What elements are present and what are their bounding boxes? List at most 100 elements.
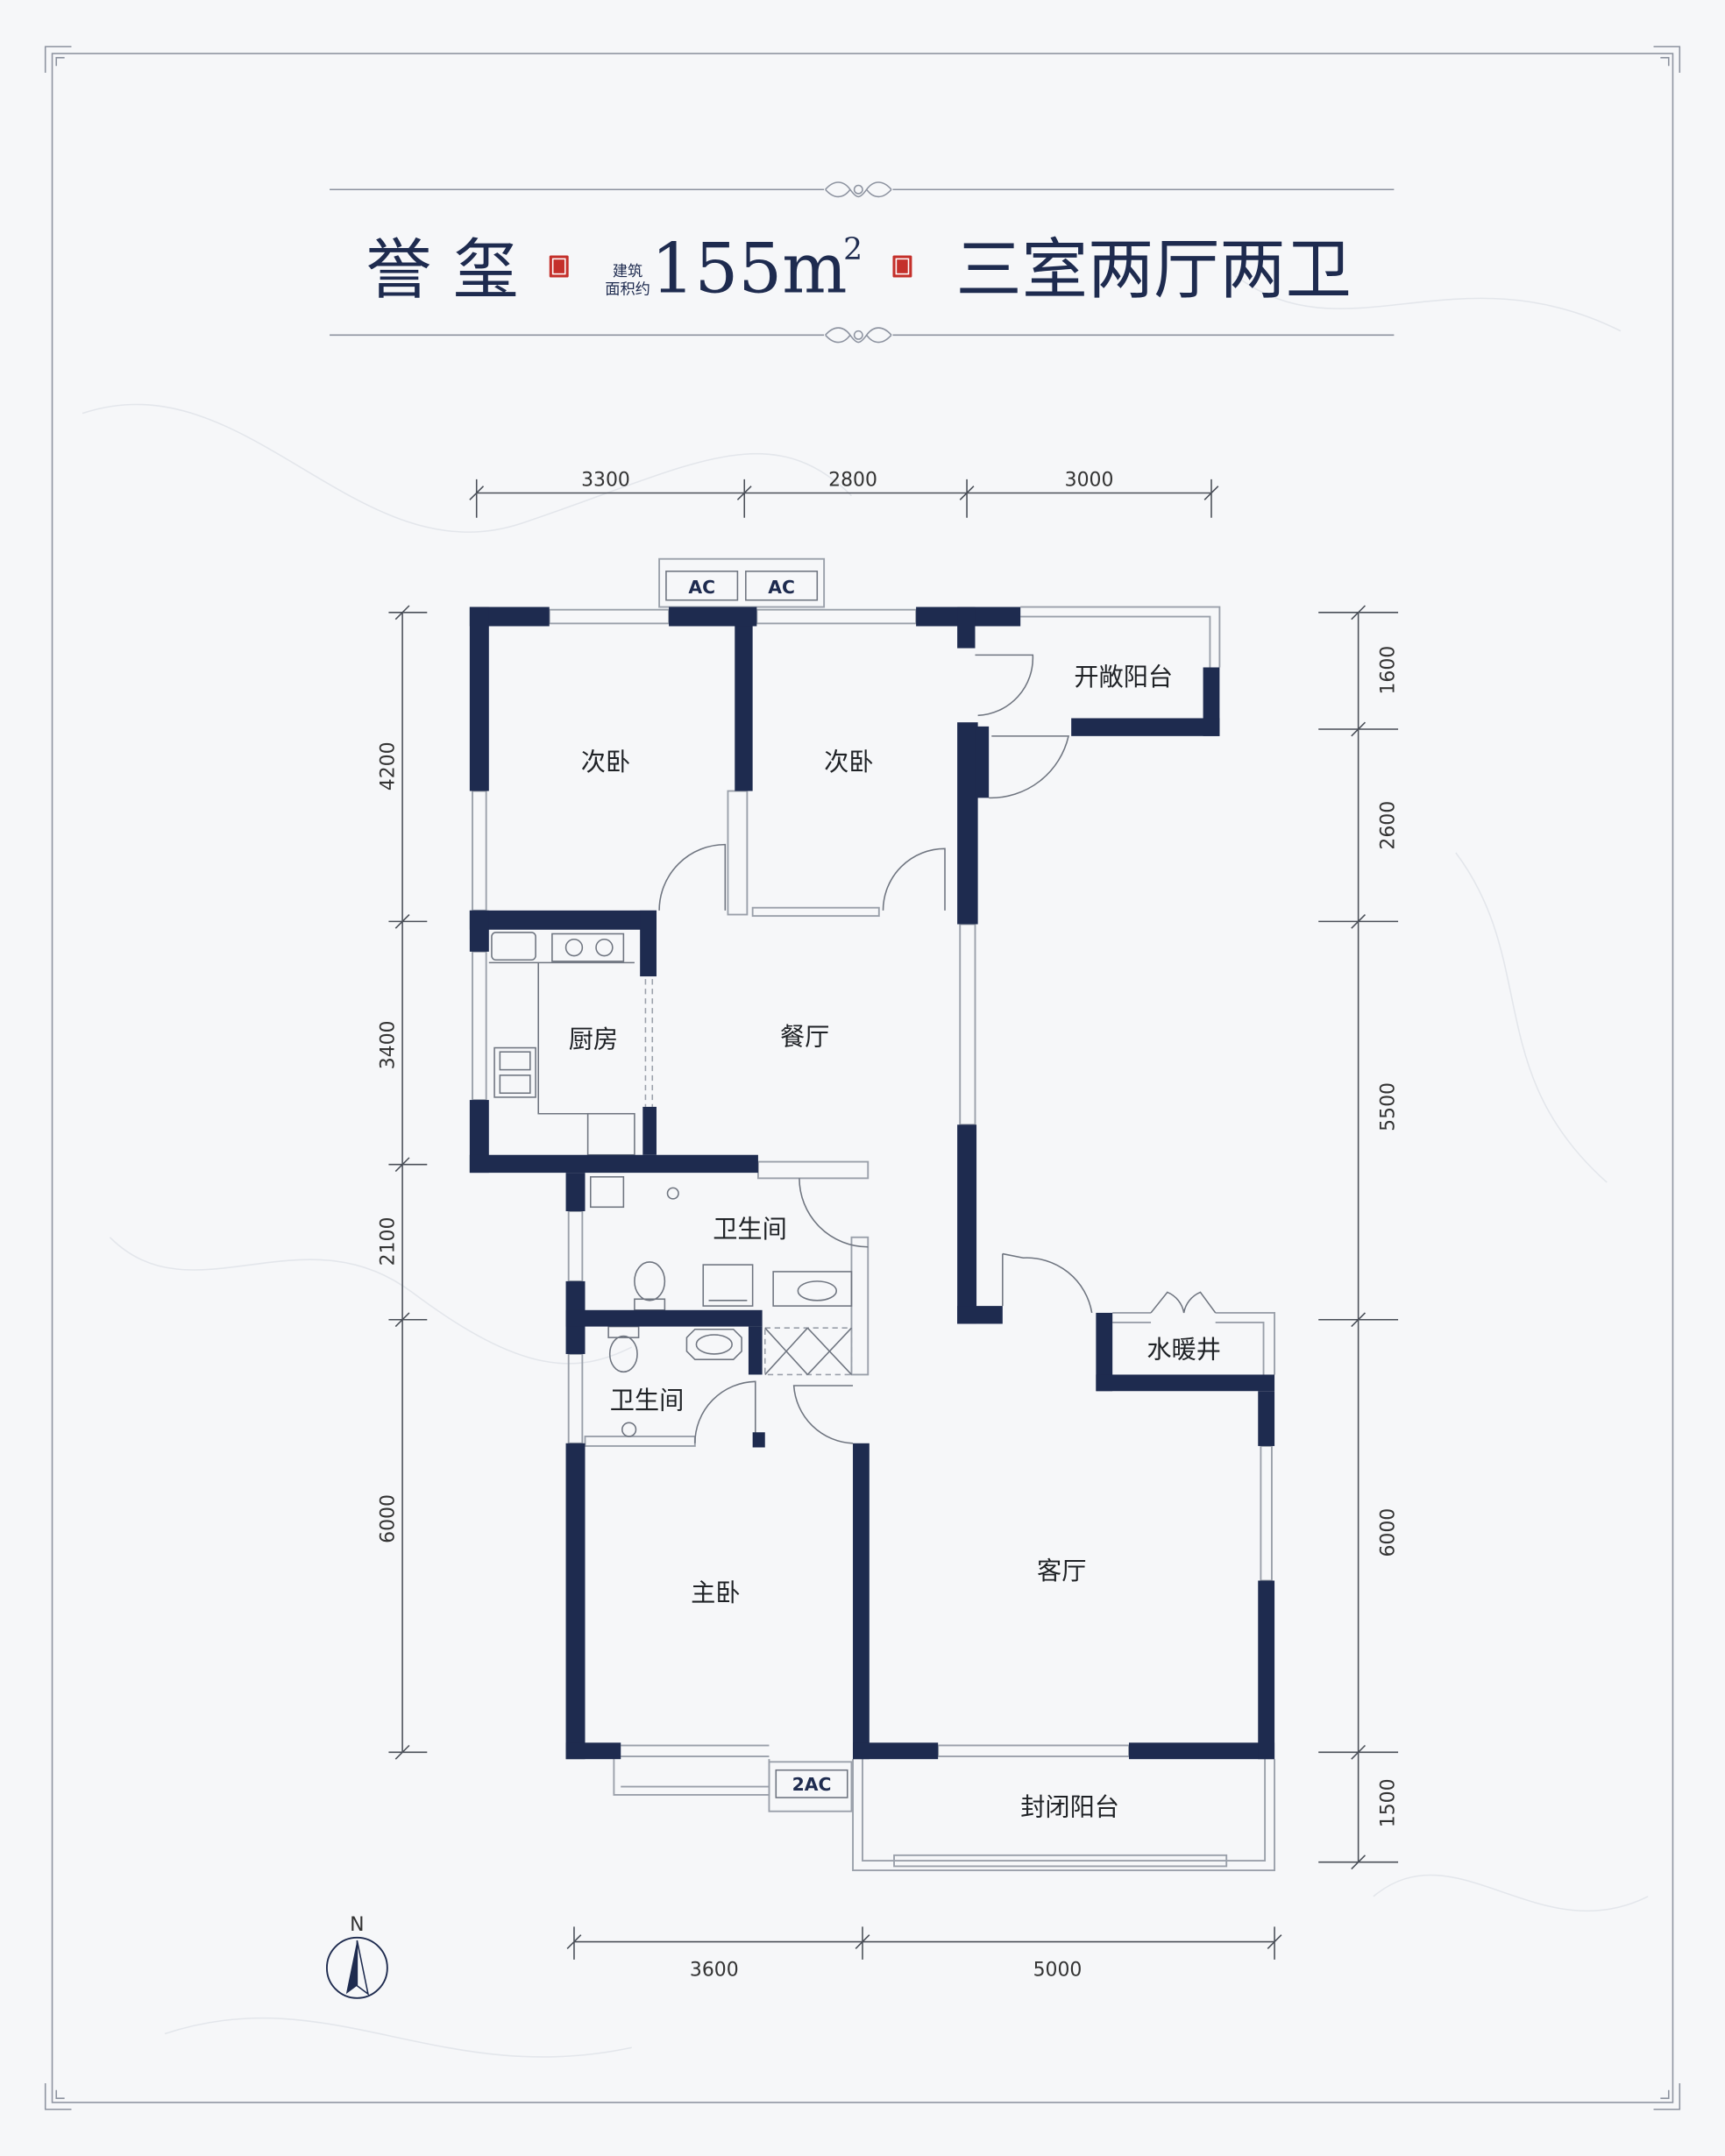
red-seal-icon (549, 255, 569, 278)
room-label-utility-shaft: 水暖井 (1146, 1336, 1221, 1365)
wall-segment (1128, 1742, 1275, 1760)
stove-fixture (551, 933, 625, 962)
stove-burner (595, 938, 614, 957)
bay-window (613, 1744, 770, 1796)
door-arc (975, 654, 1034, 717)
room-label-living-room: 客厅 (1037, 1557, 1086, 1585)
wall-segment (565, 1309, 763, 1327)
dimension-ticks (469, 479, 1219, 518)
room-label-open-balcony: 开敞阳台 (1074, 663, 1173, 691)
frame-corner (1653, 2082, 1681, 2110)
ac-label: 2AC (792, 1774, 832, 1795)
room-label-master-bedroom: 主卧 (691, 1578, 740, 1607)
wall-segment (640, 910, 657, 977)
dimension-label: 3600 (690, 1960, 739, 1982)
wall-segment (469, 1100, 489, 1174)
compass-circle (325, 1936, 388, 1999)
knot-ornament-top (825, 181, 892, 198)
room-label-bathroom-lower: 卫生间 (610, 1387, 685, 1415)
dimension-bottom: 3600 5000 (566, 1926, 1282, 1982)
dimension-ticks (566, 1926, 1282, 1960)
knot-ornament-bottom (825, 327, 892, 344)
room-label-bathroom-upper: 卫生间 (713, 1215, 787, 1244)
wall-segment (469, 606, 489, 791)
texture-vein (1235, 275, 1622, 332)
area-superscript: 2 (843, 232, 862, 267)
seal-inner-border (895, 258, 910, 275)
vanity-counter (772, 1271, 853, 1307)
ac-label: AC (768, 577, 795, 598)
compass-needle-dark (345, 1940, 358, 1995)
texture-vein (109, 1237, 633, 1365)
wall-segment (957, 722, 978, 925)
dimension-label: 1500 (1377, 1778, 1399, 1827)
door-arc (1150, 1291, 1217, 1314)
compass-needle-light (356, 1940, 370, 1996)
north-arrow-icon: N (325, 1914, 388, 1999)
seal-body (549, 255, 569, 278)
floor-drain (621, 1422, 637, 1437)
ac-units-top: AC AC (658, 557, 826, 608)
wall-segment (735, 626, 753, 791)
wall-segment (1258, 1391, 1275, 1446)
dimension-label: 2800 (828, 470, 877, 492)
shaft-outline (1112, 1311, 1276, 1375)
kitchen-sink-basin (499, 1074, 531, 1095)
sink-fixture (685, 1328, 742, 1360)
sink-basin (695, 1334, 733, 1355)
room-label-secondary-bedroom-left: 次卧 (581, 748, 630, 777)
wall-segment (565, 1173, 586, 1211)
bathroom-cabinet (589, 1176, 625, 1209)
ac-unit (775, 1769, 848, 1798)
frame-corner (44, 46, 72, 74)
wall-segment (1258, 1580, 1275, 1760)
dimension-label: 3000 (1065, 470, 1114, 492)
wall-segment (1096, 1312, 1113, 1392)
dimension-label: 6000 (1377, 1508, 1399, 1557)
dimension-label: 5500 (1377, 1082, 1399, 1131)
wall-segment (1071, 718, 1220, 736)
dimension-label: 5000 (1033, 1960, 1083, 1982)
texture-vein (1373, 1874, 1649, 1912)
open-balcony-outline (1020, 606, 1221, 668)
red-seal-icon (892, 255, 912, 278)
knot-ornament-center (853, 330, 863, 340)
title-block: 誉 玺 建筑 面积约 155m 2 三室两厅两卫 (330, 181, 1395, 344)
door-arc (882, 848, 946, 911)
wall-segment (1096, 1374, 1275, 1392)
wall-segment (642, 1106, 657, 1155)
dimension-label: 2100 (378, 1217, 400, 1266)
dimension-label: 3300 (581, 470, 630, 492)
wall-segment (669, 606, 757, 627)
sink-fixture (797, 1280, 838, 1301)
door-arc (989, 735, 1070, 799)
window (893, 1854, 1228, 1868)
seal-body (892, 255, 912, 278)
shower-area-cross (764, 1327, 853, 1375)
wall-segment (565, 1742, 621, 1760)
project-name: 誉 玺 (366, 231, 518, 309)
wall-segment (748, 1326, 763, 1375)
unit-layout: 三室两厅两卫 (956, 231, 1352, 309)
partition-wall (751, 906, 880, 918)
dimension-ticks (1318, 605, 1399, 1870)
area-caption-line2: 面积约 (605, 280, 650, 298)
bathroom-fixtures (589, 1176, 853, 1437)
sliding-door (644, 979, 654, 1107)
area-value: 155m (651, 230, 848, 309)
door-arc (658, 843, 727, 911)
frame-corner (44, 2082, 72, 2110)
compass-north-label: N (350, 1914, 364, 1936)
door-arc (799, 1178, 869, 1248)
room-labels: 次卧 次卧 开敞阳台 厨房 餐厅 卫生间 卫生间 水暖井 主卧 客厅 封闭阳台 (569, 663, 1221, 1822)
door-arc (694, 1380, 756, 1443)
dimension-top: 3300 2800 3000 (469, 470, 1219, 518)
room-label-kitchen: 厨房 (569, 1025, 618, 1054)
doors (658, 654, 1217, 1444)
stove-burner (564, 938, 584, 957)
dimension-right: 1600 2600 5500 6000 1500 (1318, 605, 1399, 1870)
toilet-fixture (608, 1335, 638, 1373)
texture-vein (82, 403, 853, 533)
knot-ornament-icon (825, 181, 892, 198)
